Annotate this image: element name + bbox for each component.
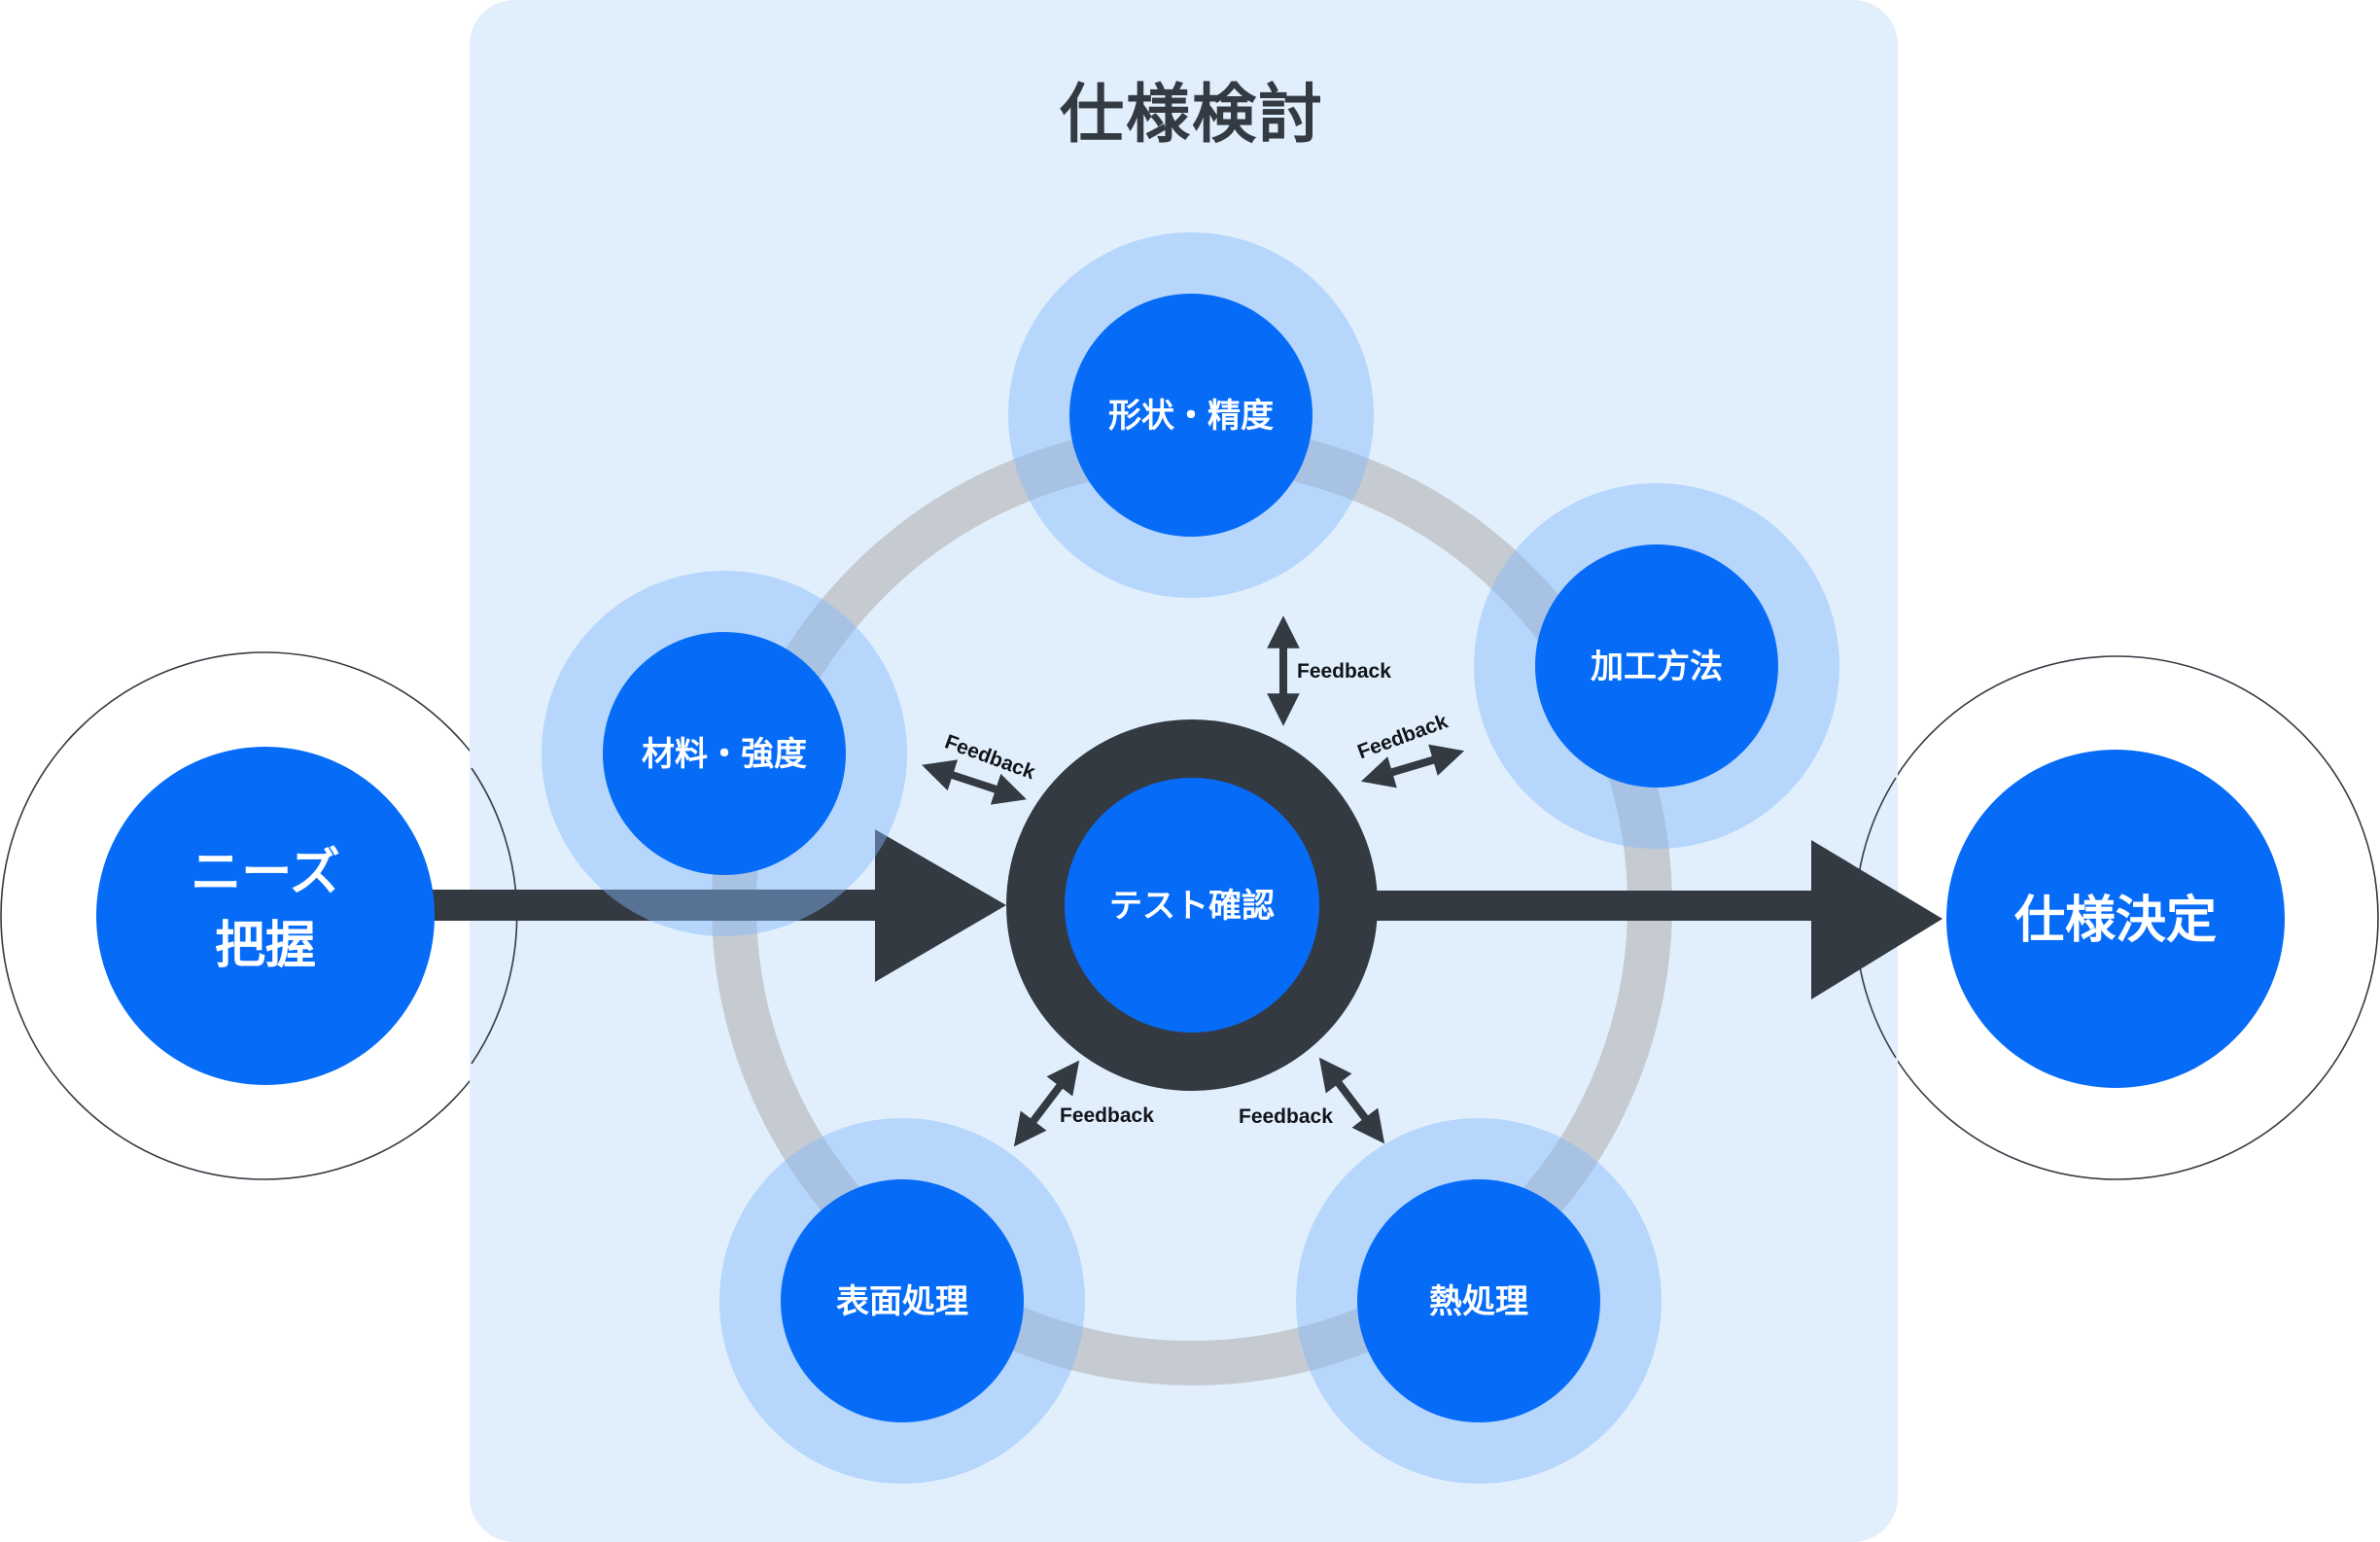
center-node-ring — [1006, 719, 1378, 1091]
cycle-node-core[interactable] — [603, 632, 846, 875]
panel-title: 仕様検討 — [1060, 77, 1324, 152]
feedback-arrow-icon — [922, 759, 1027, 805]
flow-arrow-in-shaft — [428, 890, 880, 921]
flow-arrow-in — [428, 829, 1006, 982]
flow-arrow-out — [1371, 840, 1942, 999]
flow-arrow-out-head — [1811, 840, 1942, 999]
end-node[interactable] — [1946, 750, 2285, 1088]
cycle-node-label: 材料・強度 — [642, 735, 807, 774]
feedback-heat: Feedback — [1239, 1057, 1385, 1144]
feedback-label: Feedback — [1060, 1104, 1154, 1127]
start-node-label-line1: ニーズ — [191, 844, 339, 902]
cycle-node-core[interactable] — [1069, 294, 1312, 537]
center-node[interactable] — [1065, 778, 1319, 1033]
feedback-label: Feedback — [1239, 1105, 1333, 1128]
cycle-node-label: 表面処理 — [836, 1282, 968, 1321]
cycle-node-core[interactable] — [781, 1179, 1024, 1422]
cycle-node-label: 熱処理 — [1429, 1282, 1528, 1321]
feedback-arrow-icon — [1360, 744, 1465, 789]
center-node-label: テスト確認 — [1109, 887, 1275, 926]
feedback-label: Feedback — [1297, 660, 1391, 683]
cycle-node-shape[interactable]: 形状・精度 — [1008, 232, 1374, 598]
cycle-node-core[interactable] — [1535, 544, 1778, 788]
cycle-node-surface[interactable]: 表面処理 — [719, 1118, 1085, 1484]
feedback-arrow-icon — [1013, 1060, 1080, 1147]
cycle-node-label: 形状・精度 — [1108, 397, 1274, 436]
end-node-label: 仕様決定 — [2014, 892, 2217, 950]
cycle-node-core[interactable] — [1357, 1179, 1600, 1422]
feedback-surface: Feedback — [1013, 1060, 1154, 1147]
flow-arrow-in-head — [875, 829, 1006, 982]
flow-arrow-out-shaft — [1371, 891, 1816, 921]
start-node-label-line2: 把握 — [215, 917, 316, 975]
feedback-shape: Feedback — [1267, 615, 1391, 726]
feedback-arrow-icon — [1318, 1057, 1385, 1144]
start-node[interactable] — [96, 747, 435, 1085]
cycle-node-processing[interactable]: 加工方法 — [1474, 483, 1839, 849]
cycle-node-label: 加工方法 — [1591, 648, 1723, 686]
cycle-node-material[interactable]: 材料・強度 — [542, 571, 907, 936]
cycle-node-heat[interactable]: 熱処理 — [1296, 1118, 1662, 1484]
